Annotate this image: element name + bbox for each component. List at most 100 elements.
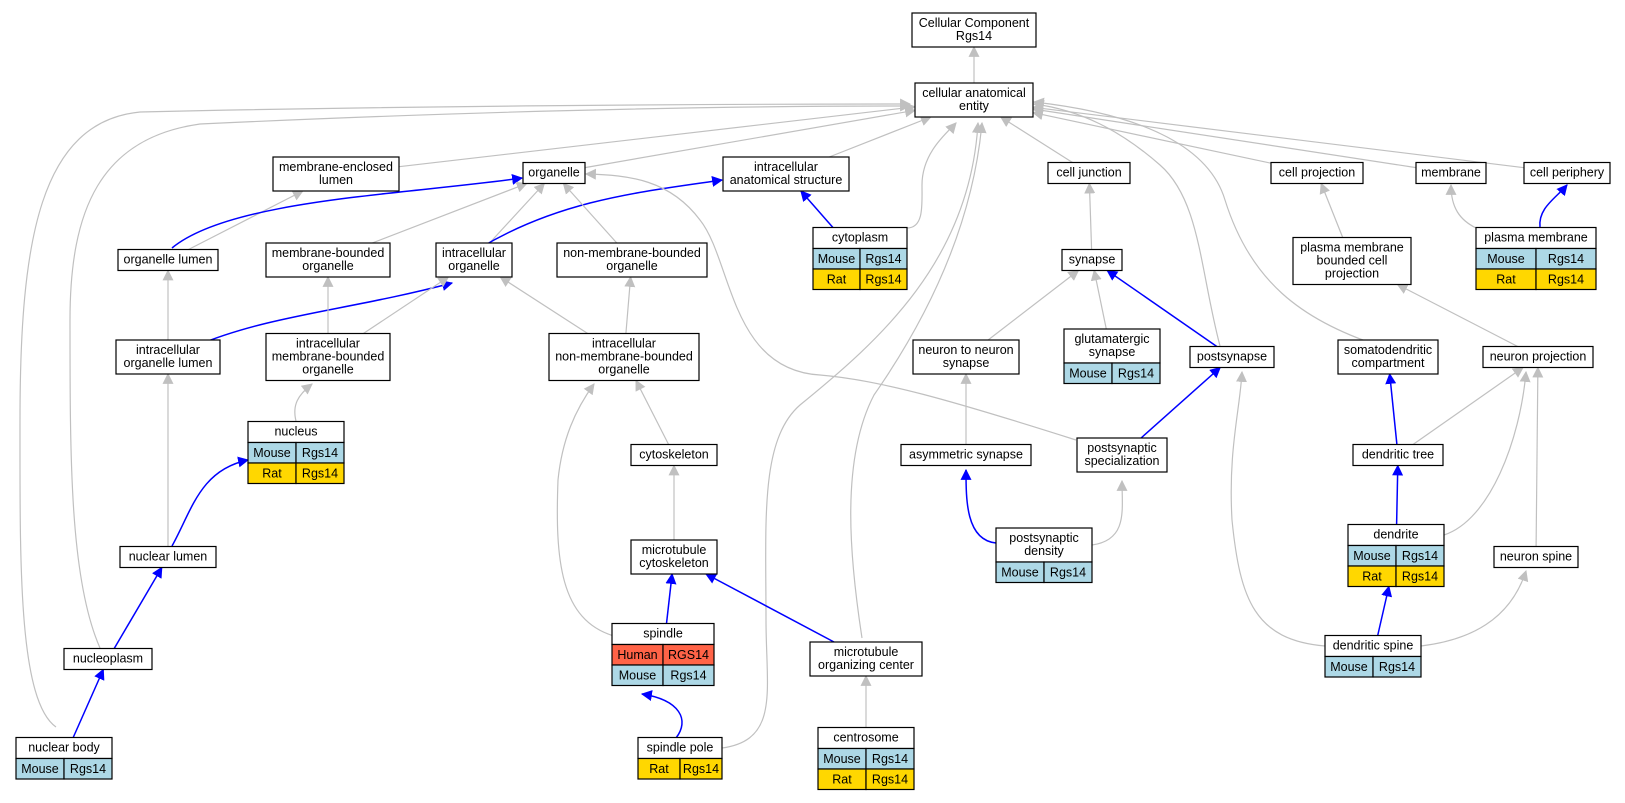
node-neuron-projection[interactable]: neuron projection bbox=[1482, 345, 1594, 369]
edge-spindle-pole-to-spindle bbox=[640, 690, 683, 739]
edge-postsynaptic-specialization-to-organelle bbox=[584, 168, 1077, 441]
node-label: nucleus bbox=[274, 425, 317, 439]
node-label: intracellular bbox=[592, 337, 656, 351]
edge-intracellular-organelle-lumen-to-intracellular-organelle bbox=[197, 280, 454, 346]
node-synapse[interactable]: synapse bbox=[1061, 248, 1123, 272]
edge-organelle-lumen-to-organelle bbox=[171, 173, 524, 249]
node-asymmetric-synapse[interactable]: asymmetric synapse bbox=[900, 443, 1032, 467]
node-label: membrane-bounded bbox=[272, 350, 385, 364]
node-organelle[interactable]: organelle bbox=[522, 161, 586, 185]
node-label: membrane-enclosed bbox=[279, 160, 393, 174]
gene-cell-bg bbox=[679, 757, 723, 780]
species-cell: Rat bbox=[649, 762, 669, 776]
node-label: cell junction bbox=[1056, 166, 1121, 180]
edge-nuclear-body-to-cellular-anatomical-entity bbox=[19, 98, 912, 728]
edge-non-membrane-bounded-organelle-to-organelle bbox=[562, 182, 618, 244]
node-label: membrane bbox=[1421, 166, 1481, 180]
node-cell-junction[interactable]: cell junction bbox=[1047, 161, 1131, 185]
gene-cell-bg bbox=[1111, 362, 1161, 385]
edge-dendritic-spine-to-dendrite bbox=[1376, 585, 1393, 636]
species-cell: Mouse bbox=[1001, 566, 1039, 580]
node-label: anatomical structure bbox=[730, 173, 843, 187]
species-cell: Mouse bbox=[818, 252, 856, 266]
node-nucleoplasm[interactable]: nucleoplasm bbox=[63, 647, 153, 671]
node-cytoskeleton[interactable]: cytoskeleton bbox=[630, 443, 718, 467]
gene-cell-bg bbox=[63, 757, 113, 780]
node-label: cell projection bbox=[1279, 166, 1355, 180]
node-box bbox=[1415, 161, 1487, 185]
node-box bbox=[1270, 161, 1364, 185]
edge-plasma-membrane-bounded-cell-projection-to-cell-projection bbox=[1319, 182, 1344, 238]
edge-postsynaptic-specialization-to-postsynapse bbox=[1140, 366, 1222, 439]
node-label: spindle bbox=[643, 627, 683, 641]
node-label: dendrite bbox=[1373, 528, 1418, 542]
edge-neuron-spine-to-neuron-projection bbox=[1532, 366, 1544, 547]
node-membrane[interactable]: membrane bbox=[1415, 161, 1487, 185]
node-label: cytoskeleton bbox=[639, 448, 709, 462]
node-dendritic-tree[interactable]: dendritic tree bbox=[1352, 443, 1444, 467]
edge-postsynaptic-density-to-postsynaptic-specialization bbox=[1091, 479, 1128, 546]
node-cell-periphery[interactable]: cell periphery bbox=[1523, 161, 1611, 185]
edge-dendritic-tree-to-neuron-projection bbox=[1412, 366, 1524, 445]
species-cell: Mouse bbox=[253, 446, 291, 460]
node-organelle-lumen[interactable]: organelle lumen bbox=[117, 248, 219, 272]
node-label: synapse bbox=[943, 356, 990, 370]
edge-dendrite-to-neuron-projection bbox=[1443, 370, 1531, 536]
gene-cell: Rgs14 bbox=[1402, 549, 1438, 563]
gene-cell-bg bbox=[865, 768, 915, 791]
node-box bbox=[722, 156, 850, 192]
node-label: dendritic spine bbox=[1333, 639, 1414, 653]
node-label: organelle bbox=[528, 166, 579, 180]
node-box bbox=[809, 641, 923, 677]
node-cell-projection[interactable]: cell projection bbox=[1270, 161, 1364, 185]
edge-cell-junction-to-cellular-anatomical-entity bbox=[999, 116, 1073, 164]
edge-microtubule-organizing-center-to-microtubule-cytoskeleton bbox=[705, 573, 835, 643]
node-box bbox=[117, 248, 219, 272]
edge-organelle-lumen-to-membrane-enclosed-lumen bbox=[188, 190, 304, 251]
node-label: plasma membrane bbox=[1300, 241, 1404, 255]
edge-spindle-to-intracellular-non-membrane-bounded-organelle bbox=[556, 383, 615, 637]
gene-cell: Rgs14 bbox=[1548, 273, 1584, 287]
node-label: cytoskeleton bbox=[639, 556, 709, 570]
node-postsynapse[interactable]: postsynapse bbox=[1189, 345, 1275, 369]
node-box bbox=[63, 647, 153, 671]
edge-cytoskeleton-to-intracellular-non-membrane-bounded-organelle bbox=[635, 379, 670, 445]
node-neuron-spine[interactable]: neuron spine bbox=[1493, 545, 1579, 569]
node-intracellular-non-membrane-bounded-organelle[interactable]: intracellularnon-membrane-boundedorganel… bbox=[548, 332, 700, 382]
node-label: dendritic tree bbox=[1362, 448, 1434, 462]
edge-dendrite-to-dendritic-tree bbox=[1392, 464, 1404, 525]
node-nuclear-lumen[interactable]: nuclear lumen bbox=[119, 545, 217, 569]
edge-intracellular-organelle-to-organelle bbox=[489, 182, 546, 244]
gene-cell: Rgs14 bbox=[1118, 367, 1154, 381]
node-label: organelle bbox=[302, 259, 353, 273]
node-label: specialization bbox=[1084, 454, 1159, 468]
gene-cell-bg bbox=[662, 664, 715, 687]
edge-dendritic-tree-to-somatodendritic-compartment bbox=[1385, 372, 1398, 445]
